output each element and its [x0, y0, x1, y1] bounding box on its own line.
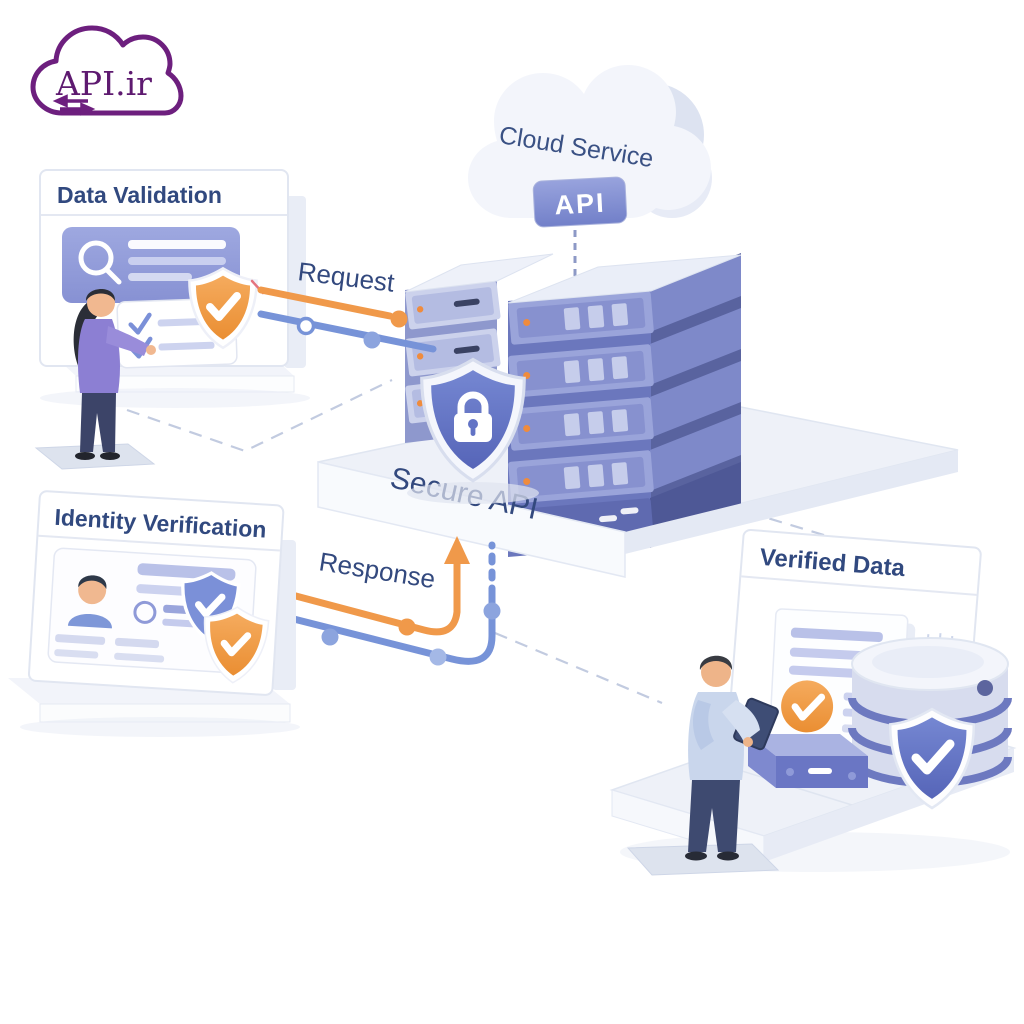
head — [701, 657, 731, 687]
flow-dot — [390, 310, 408, 328]
search-icon — [78, 240, 122, 285]
hair — [85, 288, 116, 301]
hand — [743, 737, 753, 747]
pants — [80, 393, 116, 452]
led-icon — [523, 319, 531, 327]
flow-dot — [321, 628, 339, 646]
shoe — [100, 452, 120, 460]
request-line-secondary — [257, 310, 437, 353]
identity-verification-panel: Identity Verification — [8, 490, 300, 737]
led-icon — [523, 478, 531, 486]
floor-mat — [34, 443, 156, 470]
arm — [692, 700, 714, 750]
api-badge: API — [532, 176, 628, 228]
response-label: Response — [317, 546, 437, 594]
logo-cloud-icon — [30, 25, 184, 116]
arrow-up-icon — [444, 536, 470, 564]
flow-dot — [398, 618, 416, 636]
led-icon — [416, 306, 424, 313]
head — [87, 289, 115, 317]
response-line — [273, 558, 461, 636]
man-figure — [626, 655, 780, 876]
database-dot — [977, 680, 993, 696]
hair — [699, 655, 733, 670]
woman-figure — [34, 288, 156, 470]
transfer-arrows-icon — [52, 94, 96, 116]
shoe — [75, 452, 95, 460]
dashed-connector — [494, 631, 663, 705]
panel-divider — [38, 534, 281, 552]
router-dot — [848, 772, 856, 780]
verified-data-panel: Verified Data — [609, 528, 1017, 872]
response-flow: Response — [266, 536, 501, 666]
lock-shield-icon — [407, 357, 539, 504]
text-line — [54, 649, 99, 659]
panel-title: Data Validation — [57, 182, 222, 208]
hand — [146, 345, 156, 355]
panel-base — [39, 703, 291, 723]
flow-dot — [429, 648, 447, 666]
platform-lip — [625, 450, 958, 554]
router-device — [748, 734, 868, 788]
request-line — [257, 286, 394, 320]
flow-dot — [296, 316, 316, 336]
shoe — [717, 851, 739, 861]
cloud-service: Cloud Service API — [468, 65, 712, 296]
arm — [106, 326, 149, 356]
text-line — [128, 240, 226, 249]
text-line — [158, 341, 215, 351]
shadow — [20, 717, 300, 737]
text-line — [55, 634, 106, 645]
validation-shield-icon — [188, 267, 258, 350]
panel-divider — [741, 575, 977, 596]
cloud-icon — [468, 65, 711, 218]
led-icon — [416, 353, 424, 360]
router-light — [808, 768, 832, 774]
arm — [722, 700, 760, 742]
router-dot — [786, 768, 794, 776]
response-line-secondary — [270, 584, 496, 665]
text-line — [790, 627, 883, 643]
logo-brand: API.ir — [55, 64, 152, 103]
api-badge-label: API — [554, 188, 607, 221]
text-line — [788, 665, 859, 678]
text-line — [128, 257, 226, 265]
request-label: Request — [296, 256, 397, 298]
text-line — [128, 273, 192, 281]
shoe — [685, 851, 707, 861]
flow-dot — [483, 602, 501, 620]
panel-base — [75, 375, 295, 393]
text-line — [115, 637, 160, 649]
server-stack-right — [507, 253, 742, 557]
api-ir-logo: API.ir — [30, 25, 184, 116]
shadow — [407, 482, 539, 504]
text-line — [114, 652, 165, 663]
avatar-icon — [67, 575, 112, 629]
identity-shield-blue-icon — [177, 569, 241, 643]
flow-dot — [363, 331, 381, 349]
verified-check-icon — [781, 680, 834, 733]
floor-mat — [626, 843, 780, 876]
field-circle — [133, 600, 157, 624]
verified-shield-icon — [888, 707, 976, 810]
led-icon — [523, 425, 531, 433]
checkmark-icon — [128, 312, 152, 335]
identity-shield-orange-icon — [200, 604, 271, 686]
pants — [688, 780, 740, 852]
platform-label-band — [317, 461, 626, 578]
led-icon — [416, 400, 424, 407]
padlock-icon — [454, 391, 492, 442]
